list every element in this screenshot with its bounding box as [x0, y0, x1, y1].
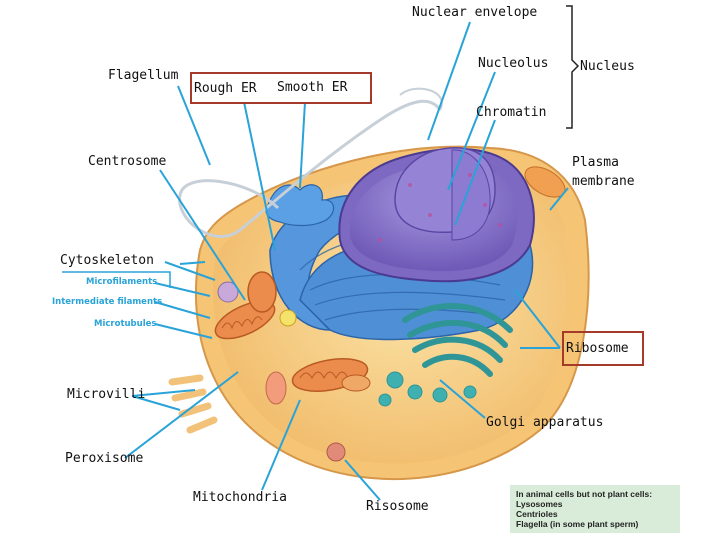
- label-flagellum: Flagellum: [108, 68, 179, 83]
- label-nuclear-envelope: Nuclear envelope: [412, 5, 538, 20]
- label-plasma: Plasma: [572, 155, 619, 170]
- label-chromatin: Chromatin: [476, 105, 547, 120]
- label-membrane: membrane: [572, 174, 635, 189]
- vesicle: [265, 371, 287, 405]
- cytoskeleton-bracket: [62, 271, 171, 288]
- label-microvilli: Microvilli: [67, 387, 146, 402]
- label-nucleolus: Nucleolus: [478, 56, 549, 71]
- label-golgi-apparatus: Golgi apparatus: [486, 415, 604, 430]
- note-line-centrioles: Centrioles: [516, 509, 558, 519]
- golgi-apparatus: [402, 303, 513, 377]
- label-cytoskeleton: Cytoskeleton: [60, 253, 154, 268]
- note-line-lysosomes: Lysosomes: [516, 499, 563, 509]
- label-lysosome: Risosome: [366, 499, 429, 514]
- microvilli: [168, 374, 218, 434]
- label-mitochondria: Mitochondria: [193, 490, 287, 505]
- label-rough-er: Rough ER: [194, 81, 257, 96]
- note-line-flagella: Flagella (in some plant sperm): [516, 519, 639, 529]
- er-highlight-box: [190, 72, 372, 104]
- lysosome: [326, 442, 346, 462]
- mitochondrion-3: [247, 271, 277, 313]
- label-ribosome: Ribosome: [566, 341, 629, 356]
- label-microtubules: Microtubules: [94, 319, 157, 329]
- label-intermediate-filaments: Intermediate filaments: [52, 297, 163, 307]
- callout-lines: [124, 21, 569, 501]
- centriole: [279, 309, 297, 327]
- mitochondrion-4: [341, 374, 371, 392]
- peroxisome: [217, 281, 239, 303]
- label-peroxisome: Peroxisome: [65, 451, 144, 466]
- label-smooth-er: Smooth ER: [277, 80, 348, 95]
- label-centrosome: Centrosome: [88, 154, 167, 169]
- ribosome-highlight-box: [562, 331, 644, 366]
- nucleus-bracket: [566, 5, 580, 129]
- label-microfilaments: Microfilaments: [86, 277, 158, 287]
- chromatin: [451, 149, 491, 241]
- animal-cell-note: In animal cells but not plant cells: Lys…: [510, 485, 680, 533]
- label-nucleus: Nucleus: [580, 59, 635, 74]
- note-title: In animal cells but not plant cells:: [516, 489, 653, 499]
- flagellum: [178, 99, 442, 238]
